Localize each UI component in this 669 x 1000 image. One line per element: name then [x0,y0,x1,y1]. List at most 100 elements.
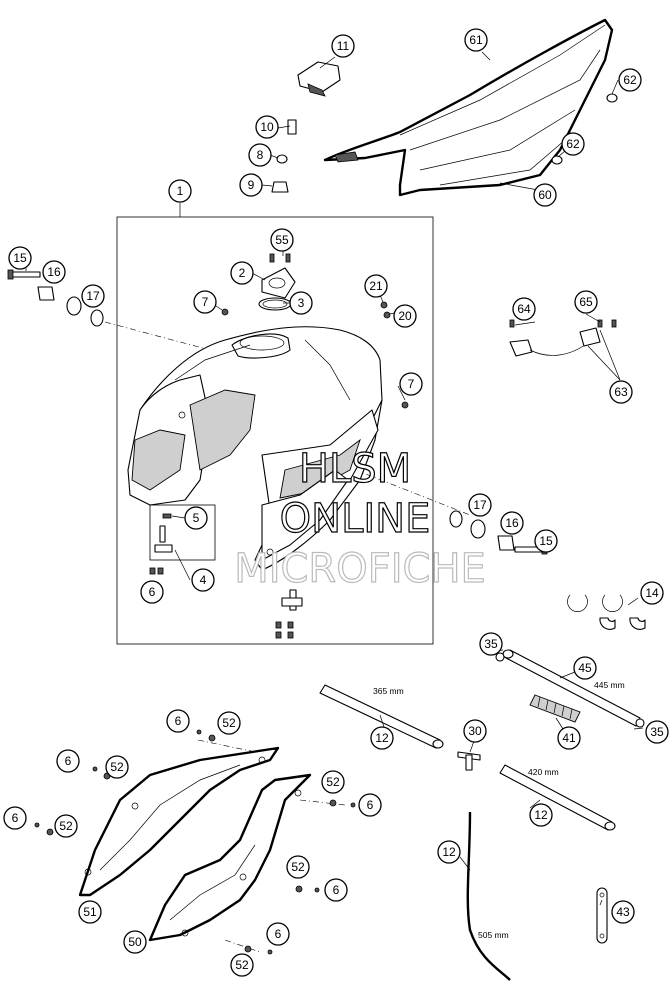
callout-17: 17 [81,284,105,308]
callout-16: 16 [500,511,524,535]
svg-text:35: 35 [484,637,498,651]
svg-text:17: 17 [473,498,487,512]
svg-text:5: 5 [193,511,200,525]
svg-text:1: 1 [177,184,184,198]
svg-text:4: 4 [200,573,207,587]
svg-text:52: 52 [222,716,236,730]
svg-text:6: 6 [367,798,374,812]
svg-text:7: 7 [408,377,415,391]
callout-4: 4 [191,568,215,592]
svg-text:6: 6 [149,585,156,599]
callout-52: 52 [217,711,241,735]
callout-52: 52 [105,755,129,779]
watermark-line2: ONLINE [280,496,431,542]
svg-text:10: 10 [260,120,274,134]
callout-6: 6 [140,580,164,604]
callout-62: 62 [618,68,642,92]
tank-assembly-frame [116,203,434,645]
callout-52: 52 [321,770,345,794]
callout-6: 6 [3,806,27,830]
callout-15: 15 [8,246,32,270]
svg-text:30: 30 [468,724,482,738]
callout-12: 12 [437,840,461,864]
callout-60: 60 [533,183,557,207]
svg-text:16: 16 [505,516,519,530]
watermark-line3: MICROFICHE [234,546,486,592]
watermark: HLSM ONLINE MICROFICHE [234,445,487,592]
svg-text:52: 52 [110,760,124,774]
callout-63: 63 [609,380,633,404]
svg-text:17: 17 [86,289,100,303]
callout-9: 9 [239,173,263,197]
tank-cap-flange [258,253,296,311]
wiring-sensor [509,319,617,357]
svg-text:12: 12 [442,845,456,859]
svg-text:15: 15 [539,534,553,548]
callout-52: 52 [286,855,310,879]
svg-text:62: 62 [566,137,580,151]
svg-text:6: 6 [333,883,340,897]
callout-1: 1 [168,179,192,203]
svg-text:6: 6 [175,714,182,728]
svg-text:6: 6 [65,754,72,768]
svg-text:52: 52 [291,860,305,874]
svg-text:20: 20 [398,309,412,323]
svg-text:60: 60 [538,188,552,202]
callout-35: 35 [479,632,503,656]
callout-52: 52 [230,953,254,977]
svg-text:55: 55 [275,233,289,247]
hoses [319,649,645,981]
callout-16: 16 [42,260,66,284]
svg-text:2: 2 [239,266,246,280]
svg-text:21: 21 [369,279,383,293]
callout-20: 20 [393,304,417,328]
svg-text:51: 51 [83,905,97,919]
svg-text:11: 11 [337,39,350,53]
svg-text:61: 61 [469,33,483,47]
svg-text:45: 45 [578,661,592,675]
svg-text:16: 16 [47,265,61,279]
callout-6: 6 [56,749,80,773]
callout-7: 7 [399,372,423,396]
callout-52: 52 [54,814,78,838]
svg-text:3: 3 [298,296,305,310]
callout-51: 51 [78,900,102,924]
svg-text:41: 41 [562,731,576,745]
svg-text:52: 52 [59,819,73,833]
callout-21: 21 [364,274,388,298]
callout-65: 65 [574,290,598,314]
callout-5: 5 [184,506,208,530]
watermark-line1: HLSM [299,446,411,492]
svg-text:8: 8 [257,148,264,162]
callout-62: 62 [561,132,585,156]
callout-35: 35 [645,720,669,744]
callout-64: 64 [512,297,536,321]
callout-14: 14 [640,581,664,605]
callout-50: 50 [123,930,147,954]
callout-55: 55 [270,228,294,252]
dimension-445: 445 mm [594,680,625,690]
callout-2: 2 [230,261,254,285]
mount-bolts-left [7,269,104,327]
callout-15: 15 [534,529,558,553]
callout-17: 17 [468,493,492,517]
callout-6: 6 [358,793,382,817]
callout-12: 12 [529,803,553,827]
svg-text:52: 52 [326,775,340,789]
callout-43: 43 [611,900,635,924]
fuel-tap-parts [149,504,303,639]
svg-text:14: 14 [645,586,659,600]
svg-text:35: 35 [650,725,664,739]
callout-41: 41 [557,726,581,750]
small-fasteners [221,301,409,409]
fuel-tank [127,326,383,571]
clips [567,594,646,630]
callout-61: 61 [464,28,488,52]
callout-11: 11 [331,34,355,58]
dimension-420: 420 mm [528,767,559,777]
callout-45: 45 [573,656,597,680]
svg-text:7: 7 [202,295,209,309]
callout-30: 30 [463,719,487,743]
dimension-365: 365 mm [373,686,404,696]
